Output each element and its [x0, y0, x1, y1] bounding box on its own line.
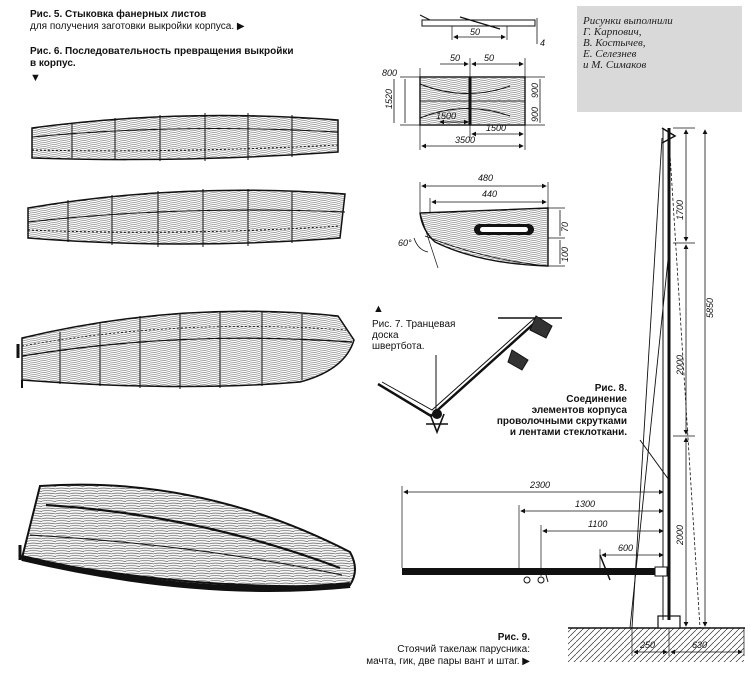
dim-label: 50 [470, 27, 480, 37]
dim-label: 3500 [455, 135, 475, 145]
dim-label: 50 [484, 53, 494, 63]
dim-label: 70 [560, 222, 570, 232]
fig7-caption-line3: швертбота. [372, 341, 425, 352]
dim-label: 2300 [529, 480, 550, 490]
dim-label: 250 [639, 640, 655, 650]
fig6-finished-hull [18, 483, 356, 592]
fig6-flat-pattern-upper [31, 113, 339, 161]
fig5-caption-line2-text: для получения заготовки выкройки корпуса… [30, 21, 235, 32]
arrow-right-icon: ▶ [522, 656, 530, 667]
fig8-caption-line1: Рис. 8. [594, 383, 627, 394]
credits-line: Е. Селезнев [583, 48, 637, 60]
dim-label: 2000 [675, 355, 685, 376]
angle-label: 60° [398, 238, 412, 248]
dim-label: 1500 [486, 123, 506, 133]
dim-label: 4 [540, 38, 545, 48]
fig9-caption-line3-text: мачта, гик, две пары вант и штаг. [366, 656, 520, 667]
dim-label: 2000 [675, 525, 685, 546]
fig9-caption-line1: Рис. 9. [497, 632, 530, 643]
dim-label: 900 [530, 107, 540, 122]
credits-line: Рисунки выполнили [583, 15, 673, 27]
fig8-caption: Рис. 8. Соединение элементов корпуса про… [480, 383, 627, 438]
fig6-flat-pattern-lower [27, 189, 346, 247]
arrow-down-icon: ▼ [30, 72, 41, 84]
fig6-folded-hull [16, 310, 355, 389]
fig7-caption-line1: Рис. 7. Транцевая [372, 319, 456, 330]
credits-line: Г. Карпович, [583, 26, 642, 38]
dim-label: 900 [530, 83, 540, 98]
dim-label: 5850 [705, 298, 715, 318]
fig5-sheet-layout: 50 50 800 1520 900 900 1500 1500 3500 [382, 53, 545, 150]
fig9-caption-line3: мачта, гик, две пары вант и штаг. ▶ [318, 656, 530, 668]
fig7-caption: Рис. 7. Транцевая доска швертбота. [372, 319, 455, 352]
dim-label: 1500 [436, 111, 456, 121]
dim-label: 1300 [575, 499, 595, 509]
fig5-caption-line2: для получения заготовки выкройки корпуса… [30, 21, 245, 33]
credits-line: В. Костычев, [583, 37, 646, 49]
fig8-wire-joint [377, 315, 562, 435]
dim-label: 1700 [675, 200, 685, 220]
fig5-joint-detail: 50 4 [419, 14, 545, 48]
dim-label: 800 [382, 68, 397, 78]
dim-label: 50 [450, 53, 460, 63]
fig8-caption-line5: и лентами стеклоткани. [509, 427, 627, 438]
dim-label: 100 [560, 247, 570, 262]
fig8-caption-line4: проволочными скрутками [496, 416, 627, 427]
arrow-up-icon: ▲ [373, 303, 384, 315]
arrow-right-icon: ▶ [236, 21, 245, 32]
fig9-caption-line2: Стоячий такелаж парусника: [397, 644, 530, 655]
fig6-caption: Рис. 6. Последовательность превращения в… [30, 46, 294, 70]
dim-label: 440 [482, 189, 497, 199]
fig9-caption: Рис. 9. Стоячий такелаж парусника: мачта… [318, 632, 530, 668]
dim-label: 1520 [384, 89, 394, 109]
credits-line: и М. Симаков [583, 59, 647, 71]
fig8-caption-line2: Соединение [566, 394, 627, 405]
credits-box: Рисунки выполнили Г. Карпович, В. Костыч… [577, 6, 742, 112]
fig5-caption-line1: Рис. 5. Стыковка фанерных листов [30, 9, 207, 20]
dim-label: 630 [692, 640, 707, 650]
dim-label: 1100 [588, 519, 607, 529]
fig9-rigging: 2300 1300 1100 600 1700 2000 2000 5850 2… [401, 127, 745, 662]
fig8-caption-line3: элементов корпуса [531, 405, 627, 416]
fig7-caption-line2: доска [372, 330, 399, 341]
fig5-caption: Рис. 5. Стыковка фанерных листов для пол… [30, 9, 245, 33]
fig6-caption-line1: Рис. 6. Последовательность превращения в… [30, 46, 294, 57]
fig7-transom: 480 440 70 100 60° [398, 173, 570, 269]
fig6-caption-line2: в корпус. [30, 58, 76, 69]
dim-label: 480 [478, 173, 493, 183]
dim-label: 600 [618, 543, 633, 553]
